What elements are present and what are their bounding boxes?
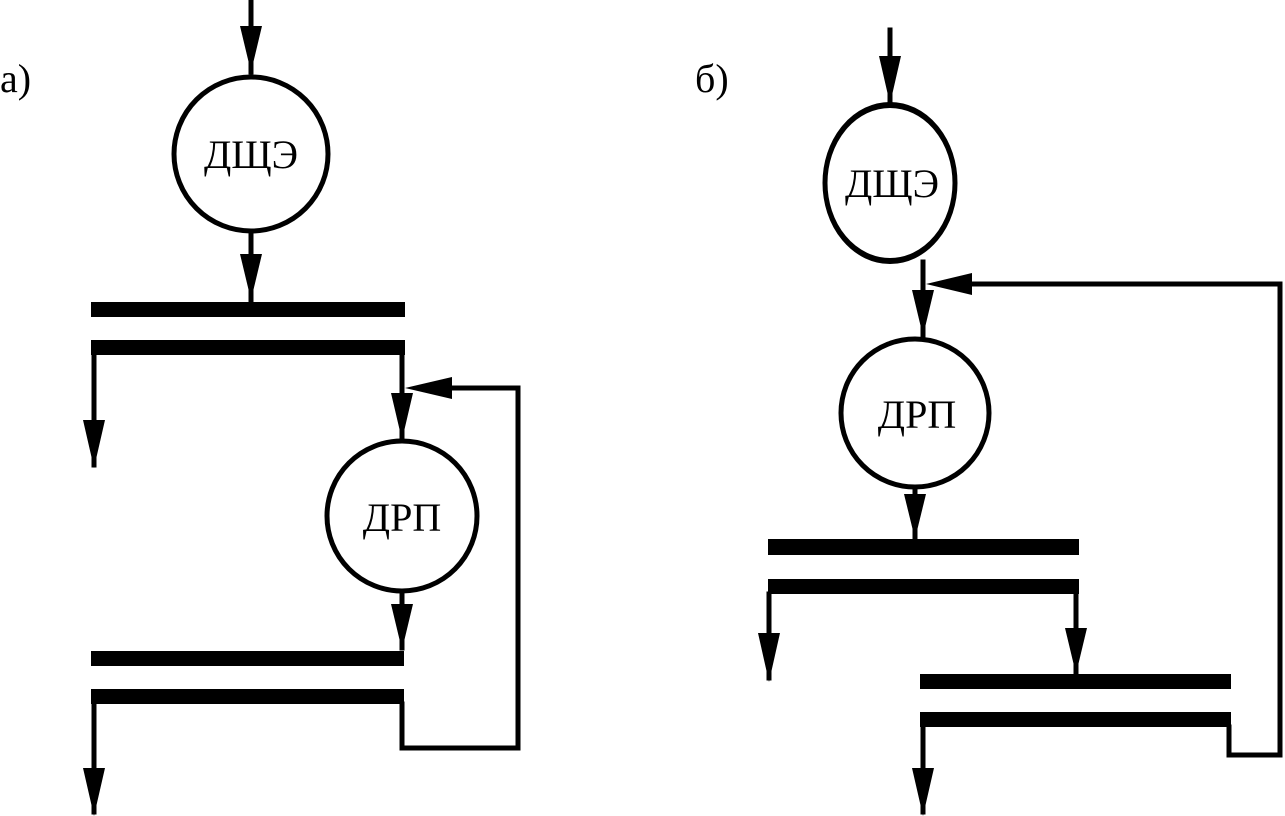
recirculation-line-b (967, 281, 1283, 758)
panel-a-label: а) (0, 56, 31, 101)
arrowhead-left-icon (926, 273, 972, 295)
arrowhead-down-icon (904, 494, 926, 539)
node-dshe-b-label: ДЩЭ (845, 161, 939, 206)
node-dshe-b: ДЩЭ (822, 102, 958, 265)
screen-2-lower-deck-b (920, 712, 1231, 727)
arrowhead-down-icon (758, 633, 780, 682)
screen-1-upper-deck-a (91, 302, 405, 317)
screen-2-upper-deck-a (91, 651, 404, 666)
screen-1-upper-deck-b (768, 539, 1079, 555)
arrowhead-left-icon (405, 377, 452, 399)
arrowhead-down-icon (83, 768, 105, 816)
arrowhead-down-icon (912, 768, 934, 816)
panel-b: б) ДЩЭ ДРП (695, 27, 1283, 816)
node-drp-b-label: ДРП (878, 392, 956, 437)
screen-2-upper-deck-b (920, 674, 1231, 689)
arrowhead-down-icon (391, 393, 413, 440)
arrowhead-down-icon (912, 290, 934, 336)
arrowhead-down-icon (240, 26, 262, 72)
arrowhead-down-icon (879, 56, 901, 104)
arrowhead-down-icon (391, 604, 413, 650)
node-dshe-a: ДЩЭ (171, 74, 331, 234)
screen-1-lower-deck-a (91, 340, 405, 355)
recirculation-line-a (402, 385, 521, 751)
arrowhead-down-icon (240, 254, 262, 300)
node-drp-b: ДРП (838, 336, 992, 490)
panel-a: а) ДЩЭ ДРП (0, 0, 521, 816)
arrowhead-down-icon (83, 420, 105, 468)
panel-b-label: б) (695, 56, 729, 101)
node-dshe-a-label: ДЩЭ (204, 132, 298, 177)
node-drp-a-label: ДРП (363, 495, 441, 540)
screen-2-lower-deck-a (91, 689, 404, 704)
arrowhead-down-icon (1065, 628, 1087, 674)
node-drp-a: ДРП (324, 438, 480, 594)
screen-1-lower-deck-b (768, 579, 1079, 594)
